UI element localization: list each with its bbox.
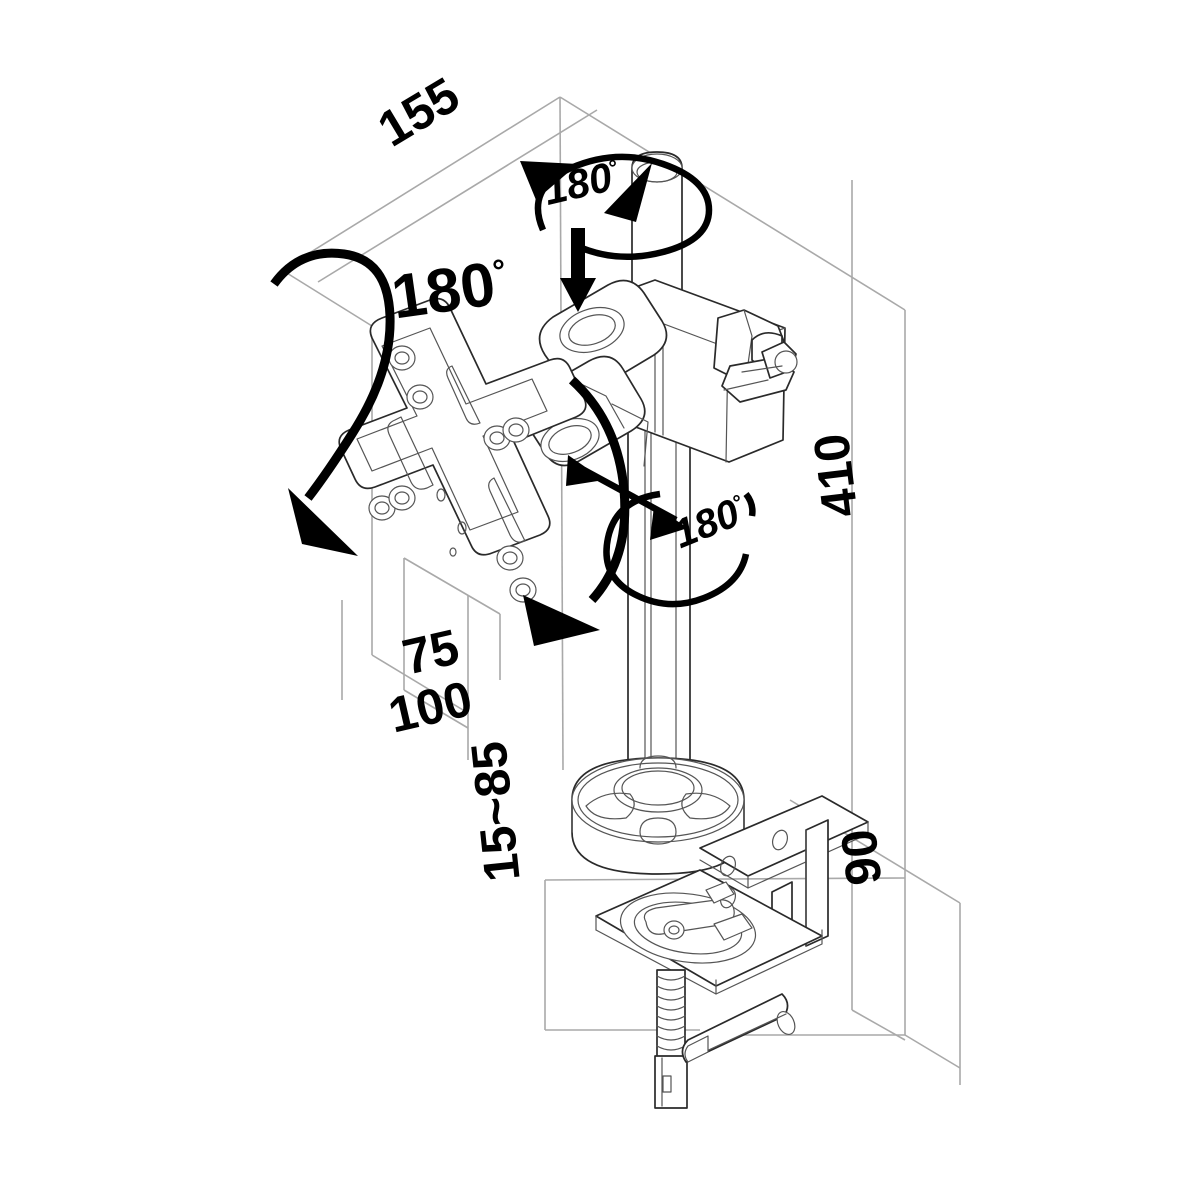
vesa-mounting-plate (338, 297, 587, 603)
vesa-bolt-holes (368, 345, 537, 603)
dimension-label-90: 90 (830, 826, 893, 889)
dimension-label-clamp-range: 15~85 (460, 738, 531, 885)
angle-label-screen-tilt: 180° (387, 249, 509, 333)
pole-rotation-arrow-icon (520, 153, 713, 312)
dimension-label-410: 410 (802, 430, 869, 521)
screen-tilt-arrow-icon (270, 248, 395, 556)
clamp-top-rosette (571, 755, 745, 875)
clamp-body (595, 795, 869, 995)
head-rotation-ellipse-icon (603, 490, 756, 608)
tilt-head-joint (521, 279, 798, 467)
clamp-screw-assembly (654, 969, 796, 1109)
construction-lines (281, 96, 961, 1085)
